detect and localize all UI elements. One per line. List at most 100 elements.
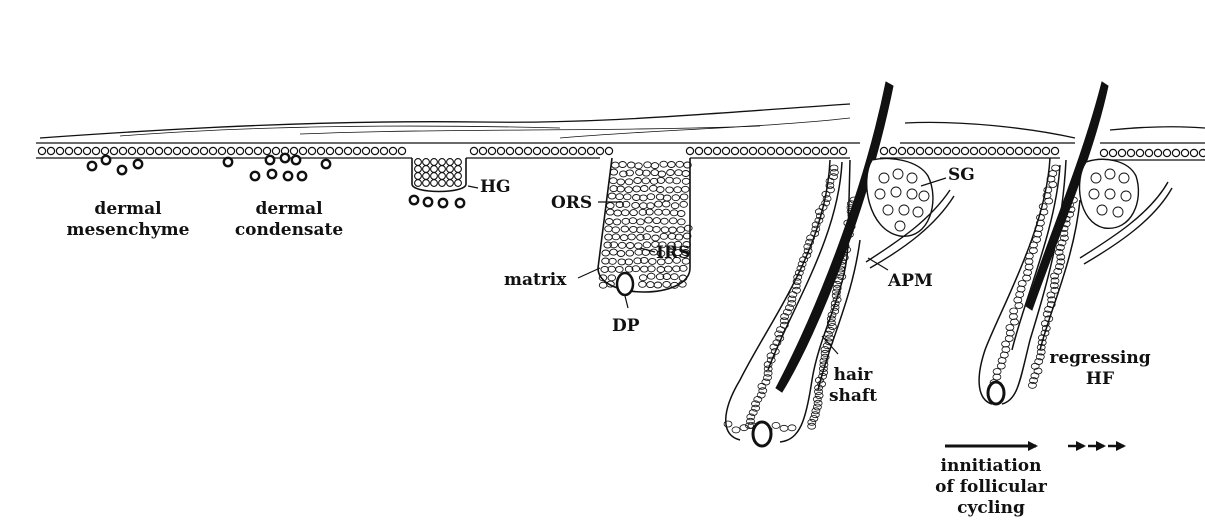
hair-germ-cell — [455, 180, 462, 187]
regressing-follicle-cell — [1033, 237, 1041, 243]
hair-germ-cell — [431, 166, 438, 173]
mesenchyme-cell — [134, 160, 142, 168]
follicle-cell — [821, 350, 829, 356]
skin-surface-right-2 — [1100, 127, 1205, 143]
basal-cell — [335, 147, 342, 154]
sebaceous-cell — [879, 173, 889, 183]
basal-cell — [506, 147, 513, 154]
basal-cell — [65, 147, 72, 154]
basal-cell — [839, 147, 846, 154]
basal-cell — [38, 147, 45, 154]
follicle-cell — [821, 347, 829, 353]
label-ors: ORS — [551, 193, 592, 214]
sebaceous-cell — [1089, 189, 1099, 199]
label-dp: DP — [612, 316, 640, 337]
basal-cell — [56, 147, 63, 154]
basal-cell — [1172, 149, 1179, 156]
basal-cell — [110, 147, 117, 154]
mesenchyme-cell — [284, 172, 292, 180]
basal-cell — [254, 147, 261, 154]
hair-germ-cell — [439, 173, 446, 180]
regressing-follicle-cell — [1025, 264, 1033, 270]
basal-cell — [889, 147, 896, 154]
sebaceous-cell — [883, 205, 893, 215]
basal-cell — [155, 147, 162, 154]
sebaceous-cell — [907, 173, 917, 183]
regressing-follicle-cell — [1015, 303, 1023, 309]
basal-cell — [164, 147, 171, 154]
label-dermal-mesenchyme-line-1: dermal — [67, 199, 190, 220]
basal-cell — [515, 147, 522, 154]
mesenchyme-cell — [268, 170, 276, 178]
follicle-cell — [828, 324, 836, 330]
basal-cell — [128, 147, 135, 154]
basal-cell — [1199, 149, 1205, 156]
basal-cell — [722, 147, 729, 154]
basal-cell — [1127, 149, 1134, 156]
basal-cell — [182, 147, 189, 154]
basal-cell — [961, 147, 968, 154]
sebaceous-cell — [875, 189, 885, 199]
hair-germ-cell — [447, 159, 454, 166]
label-sg: SG — [948, 165, 975, 186]
basal-cell — [1136, 149, 1143, 156]
hair-germ-cell — [431, 173, 438, 180]
follicle-cell — [813, 404, 821, 410]
follicle-cell — [732, 427, 740, 433]
regressing-follicle-cell — [1002, 347, 1010, 353]
regressing-follicle-cell — [1045, 198, 1053, 204]
mesenchyme-cell — [439, 199, 447, 207]
basal-cell — [1181, 149, 1188, 156]
label-hg: HG — [480, 177, 511, 198]
basal-cell — [1042, 147, 1049, 154]
hair-germ-cell — [415, 166, 422, 173]
sebaceous-cell — [1121, 191, 1131, 201]
regressing-follicle-cell — [1017, 286, 1025, 292]
label-initiation-line-3: cycling — [935, 498, 1047, 519]
mesenchyme-cell — [224, 158, 232, 166]
basal-cell — [907, 147, 914, 154]
regressing-follicle-cell — [1010, 308, 1018, 314]
basal-cell — [916, 147, 923, 154]
hair-shaft — [776, 82, 893, 392]
mesenchyme-cell — [251, 172, 259, 180]
follicle-cell — [788, 300, 796, 306]
follicle-outer-left — [726, 160, 830, 440]
regressing-follicle-cell — [993, 369, 1001, 375]
label-dermal-condensate-line-2: condensate — [235, 220, 343, 241]
follicle-cell — [758, 383, 766, 389]
label-apm: APM — [888, 271, 933, 292]
mesenchyme-cell — [118, 166, 126, 174]
regressing-follicle-cell — [1049, 171, 1057, 177]
hair-germ-cell — [415, 180, 422, 187]
regressing-follicle-cell — [1005, 336, 1013, 342]
hair-germ-cell — [455, 166, 462, 173]
regressing-follicle-cell — [1030, 242, 1038, 248]
regressing-follicle-cell — [1009, 314, 1017, 320]
basal-cell — [137, 147, 144, 154]
regressing-follicle-cell — [993, 374, 1001, 380]
basal-cell — [952, 147, 959, 154]
basal-cell — [1100, 149, 1107, 156]
sebaceous-cell — [1097, 205, 1107, 215]
hair-germ-cell — [447, 173, 454, 180]
regressing-follicle-cell — [1029, 248, 1037, 254]
follicle-cell — [808, 423, 816, 429]
basal-cell — [101, 147, 108, 154]
basal-cell — [209, 147, 216, 154]
basal-cell — [380, 147, 387, 154]
follicle-cell — [764, 375, 772, 381]
hair-germ-cell — [439, 166, 446, 173]
basal-cell — [470, 147, 477, 154]
follicle-cell — [815, 393, 823, 399]
sebaceous-cell — [893, 169, 903, 179]
sebaceous-cell — [899, 205, 909, 215]
sebaceous-cell — [907, 189, 917, 199]
follicle-cell — [830, 169, 838, 175]
follicle-cell — [788, 425, 796, 431]
hair-germ-cell — [447, 180, 454, 187]
mesenchyme-cell — [456, 199, 464, 207]
sebaceous-cell — [895, 221, 905, 231]
hair-germ-cell — [423, 173, 430, 180]
